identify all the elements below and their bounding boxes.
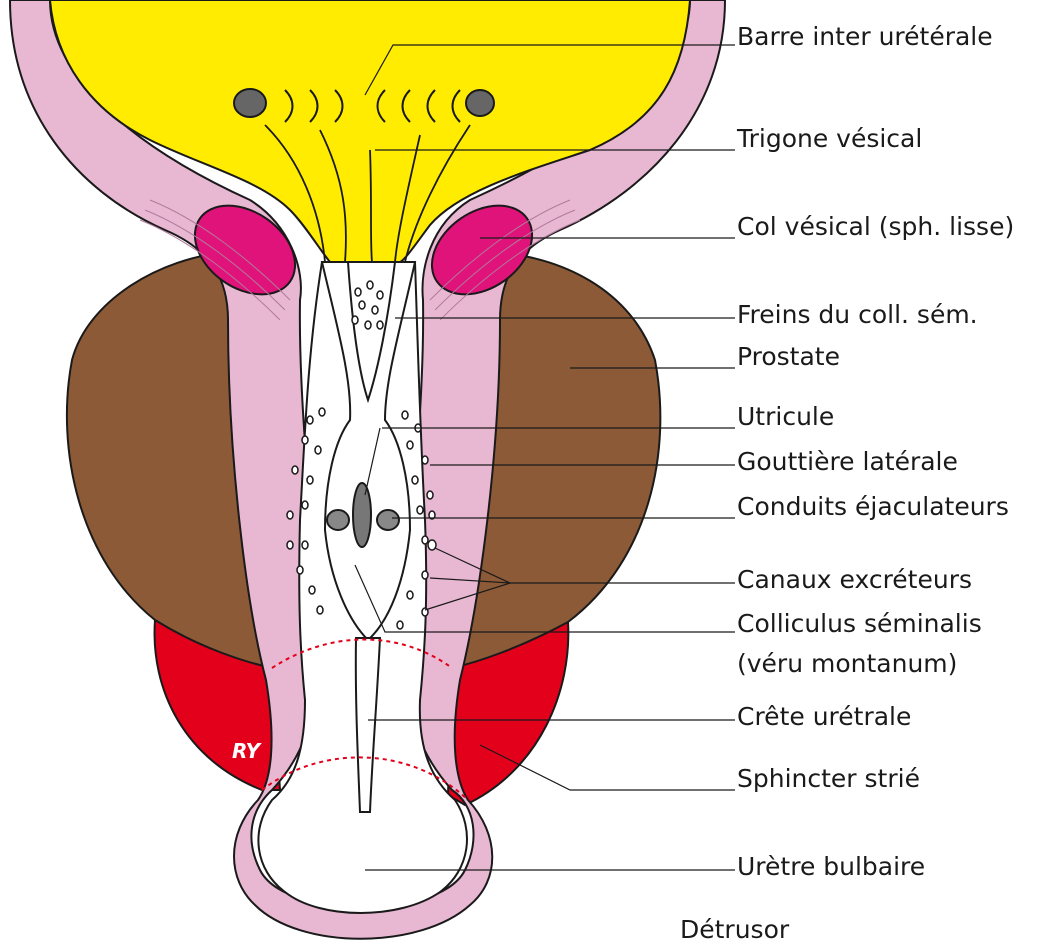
label-freins: Freins du coll. sém. [737, 300, 978, 329]
label-col-vesical: Col vésical (sph. lisse) [737, 212, 1014, 241]
label-crete-uretrale: Crête urétrale [737, 702, 911, 731]
author-signature: RY [232, 739, 263, 763]
label-prostate: Prostate [737, 342, 840, 371]
label-utricule: Utricule [737, 402, 834, 431]
ejaculatory-duct-right [377, 510, 399, 530]
label-colliculus: Colliculus séminalis [737, 609, 982, 638]
ureteric-orifice-right [466, 90, 494, 116]
label-uretre-bulbaire: Urètre bulbaire [737, 852, 925, 881]
label-gouttiere-laterale: Gouttière latérale [737, 447, 958, 476]
utricule [353, 483, 371, 547]
label-detrusor: Détrusor [680, 915, 790, 944]
label-trigone-vesical: Trigone vésical [736, 124, 922, 153]
label-veru-montanum: (véru montanum) [737, 649, 957, 678]
label-conduits-ejaculateurs: Conduits éjaculateurs [737, 492, 1009, 521]
label-canaux-excreteurs: Canaux excréteurs [737, 565, 972, 594]
label-barre-inter-ureterale: Barre inter urétérale [737, 22, 993, 51]
label-sphincter-strie: Sphincter strié [737, 764, 920, 793]
ejaculatory-duct-left [327, 510, 349, 530]
ureteric-orifice-left [234, 89, 266, 117]
